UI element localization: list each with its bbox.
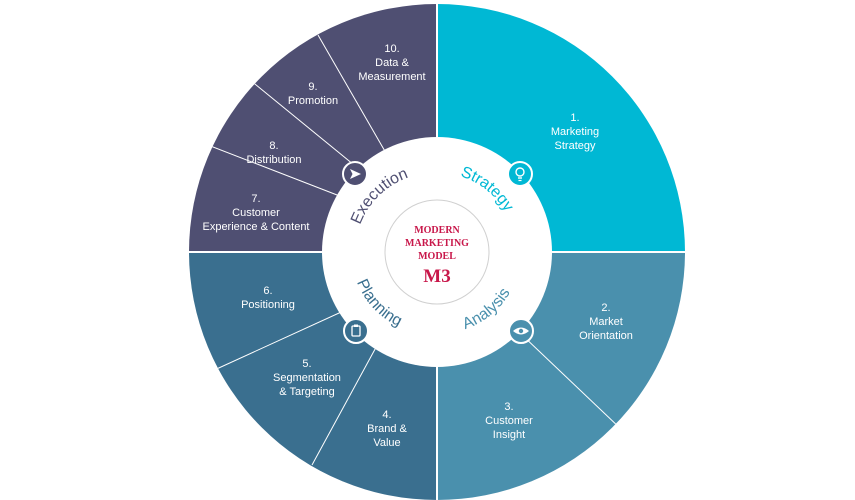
segment-4-line-1: Brand & — [367, 423, 407, 435]
segment-6-line-1: Positioning — [241, 299, 295, 311]
segment-7-line-2: Experience & Content — [202, 221, 309, 233]
segment-7-line-1: Customer — [232, 207, 280, 219]
divider-4-5 — [311, 339, 381, 466]
divider-9-10 — [317, 34, 391, 161]
segment-7: 7. Customer Experience & Content — [202, 193, 309, 233]
segment-8-line-1: Distribution — [246, 154, 301, 166]
segment-5-line-1: Segmentation — [273, 372, 341, 384]
segment-2-line-2: Orientation — [579, 330, 633, 342]
center-circle — [384, 199, 490, 305]
segment-4: 4. Brand & Value — [367, 409, 407, 449]
segment-3-line-1: Customer — [485, 415, 533, 427]
segment-5: 5. Segmentation & Targeting — [273, 358, 341, 398]
segment-8: 8. Distribution — [246, 140, 301, 166]
segment-6-number: 6. — [263, 285, 272, 297]
center-line-3: MODEL — [418, 251, 456, 262]
segment-2: 2. Market Orientation — [579, 302, 633, 342]
center-m3: M3 — [423, 266, 450, 287]
segment-8-number: 8. — [269, 140, 278, 152]
divider-7-8 — [194, 139, 351, 201]
segment-1-number: 1. — [570, 112, 579, 124]
segment-9: 9. Promotion — [288, 81, 338, 107]
lightbulb-icon — [507, 161, 533, 187]
center-line-2: MARKETING — [405, 238, 469, 249]
segment-1-line-2: Strategy — [555, 140, 596, 152]
eye-icon — [508, 318, 534, 344]
segment-1-line-1: Marketing — [551, 126, 599, 138]
divider-2-3 — [519, 332, 623, 431]
segment-10: 10. Data & Measurement — [358, 43, 425, 83]
segment-3-line-2: Insight — [493, 429, 525, 441]
segment-5-number: 5. — [302, 358, 311, 370]
divider-8-9 — [249, 79, 371, 179]
segment-3: 3. Customer Insight — [485, 401, 533, 441]
segment-9-line-1: Promotion — [288, 95, 338, 107]
clipboard-icon — [343, 318, 369, 344]
segment-2-line-1: Market — [589, 316, 623, 328]
segment-1: 1. Marketing Strategy — [551, 112, 599, 152]
segment-4-line-2: Value — [373, 437, 400, 449]
send-icon — [342, 161, 368, 187]
segment-7-number: 7. — [251, 193, 260, 205]
segment-3-number: 3. — [504, 401, 513, 413]
center-line-1: MODERN — [414, 225, 460, 236]
segment-10-line-2: Measurement — [358, 71, 425, 83]
segment-10-line-1: Data & — [375, 57, 409, 69]
segment-6: 6. Positioning — [241, 285, 295, 311]
segment-9-number: 9. — [308, 81, 317, 93]
segment-10-number: 10. — [384, 43, 399, 55]
segment-4-number: 4. — [382, 409, 391, 421]
divider-5-6 — [209, 307, 351, 373]
segment-5-line-2: & Targeting — [279, 386, 334, 398]
segment-2-number: 2. — [601, 302, 610, 314]
